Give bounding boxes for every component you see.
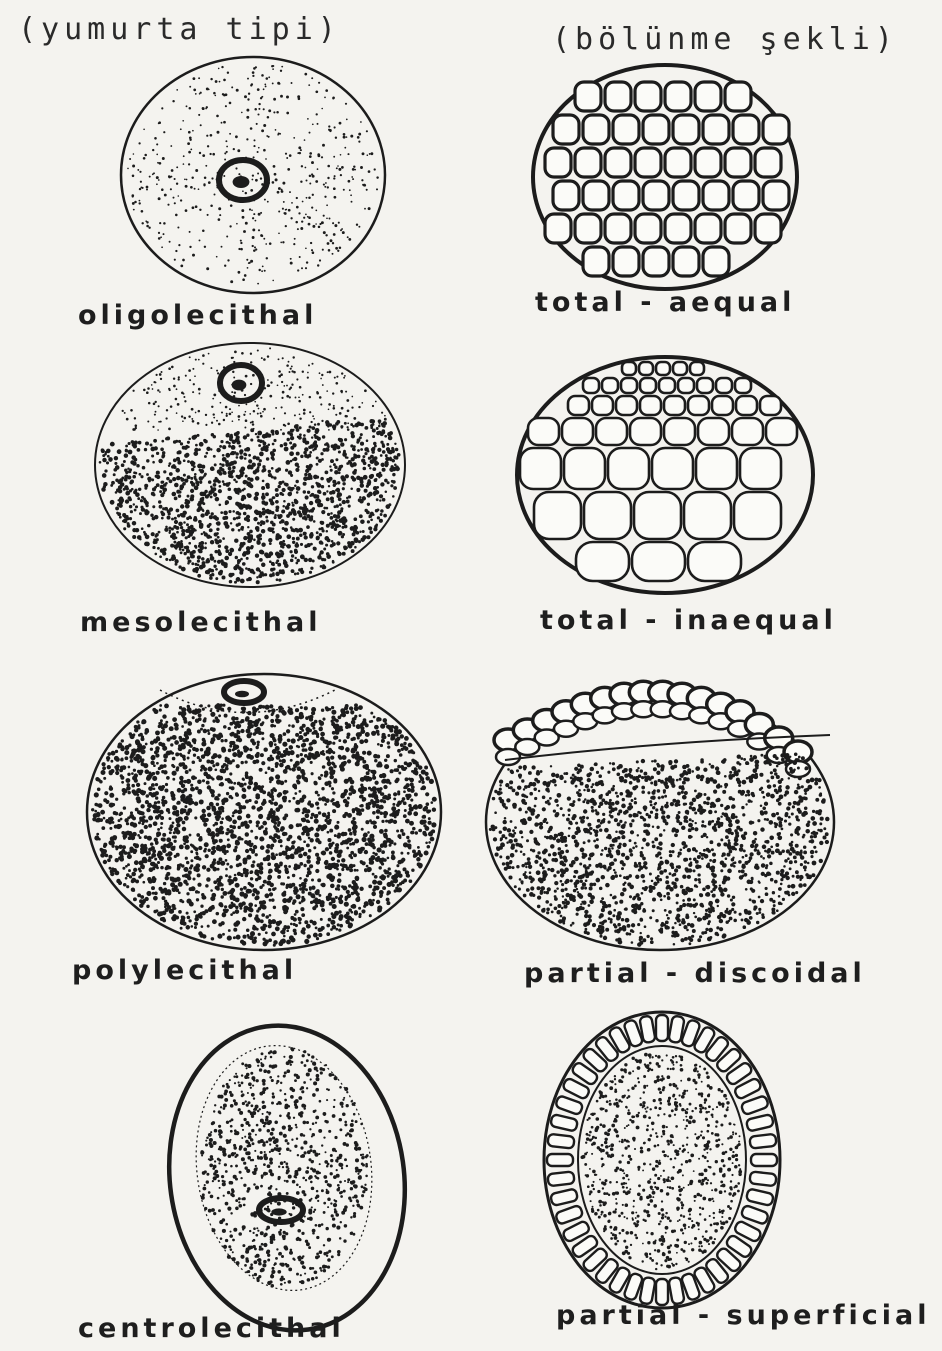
stipple-dots: [91, 703, 437, 947]
egg-oligolecithal: [121, 57, 385, 293]
label-partial-discoidal: partial - discoidal: [524, 958, 866, 989]
stipple-dots: [127, 65, 379, 285]
label-total-inaequal: total - inaequal: [540, 605, 837, 636]
label-centrolecithal: centrolecithal: [78, 1313, 345, 1344]
label-mesolecithal: mesolecithal: [80, 607, 322, 638]
stipple-dots: [581, 1053, 743, 1271]
blastula-total-inaequal: [517, 357, 813, 593]
nucleus-icon: [220, 365, 262, 401]
egg-polylecithal: [87, 674, 441, 950]
blastula-partial-discoidal: [486, 681, 834, 950]
blastula-total-aequal: [533, 65, 797, 289]
nucleus-icon: [219, 160, 267, 200]
nucleus-icon: [224, 681, 264, 703]
egg-mesolecithal: [95, 343, 405, 587]
blastula-partial-superficial: [544, 1012, 780, 1308]
label-partial-superficial: partial - superficial: [556, 1300, 931, 1331]
stipple-dots: [489, 753, 830, 947]
label-total-aequal: total - aequal: [535, 287, 795, 318]
label-polylecithal: polylecithal: [72, 955, 297, 986]
label-oligolecithal: oligolecithal: [78, 300, 317, 331]
stipple-dots: [122, 347, 386, 431]
stipple-dots: [99, 418, 401, 584]
egg-centrolecithal: [150, 1010, 424, 1346]
